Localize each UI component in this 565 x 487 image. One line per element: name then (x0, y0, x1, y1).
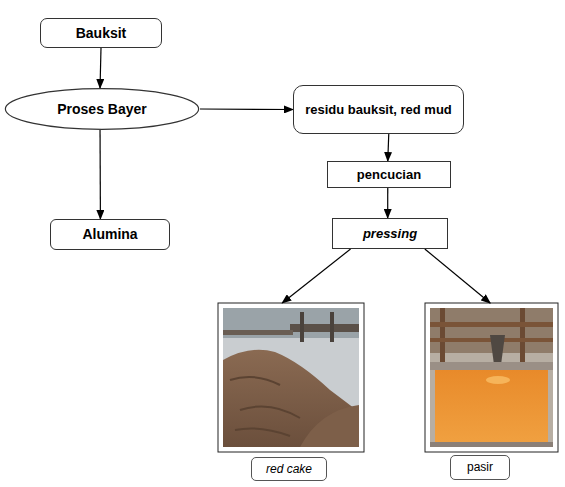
red-cake-photo (218, 303, 364, 452)
caption-box: pasir (450, 455, 510, 480)
residue-box: residu bauksit, red mud (293, 85, 464, 134)
output-photo-node: red cake (218, 303, 364, 482)
node-label: pencucian (357, 167, 421, 183)
step-box: pencucian (327, 161, 451, 188)
node-label: Bauksit (76, 25, 127, 42)
node-label: red cake (266, 462, 312, 476)
node-label: pressing (363, 226, 417, 242)
flow-arrow (282, 249, 350, 303)
flow-arrow (99, 130, 101, 219)
flow-arrow (388, 134, 389, 161)
pasir-photo (425, 303, 558, 452)
node-label: Alumina (82, 226, 137, 243)
process-ellipse: Proses Bayer (4, 88, 200, 130)
node-label: pasir (467, 460, 493, 474)
output-photo-node: pasir (425, 303, 558, 482)
product-box: Alumina (50, 219, 170, 250)
step-box: pressing (332, 218, 448, 249)
node-label: Proses Bayer (57, 101, 147, 118)
flow-arrow (425, 249, 490, 303)
flow-arrow (387, 188, 388, 218)
input-box: Bauksit (40, 18, 162, 48)
flow-arrow (99, 48, 101, 88)
node-label: residu bauksit, red mud (297, 102, 460, 118)
caption-box: red cake (251, 457, 327, 481)
flow-arrow (200, 108, 293, 110)
